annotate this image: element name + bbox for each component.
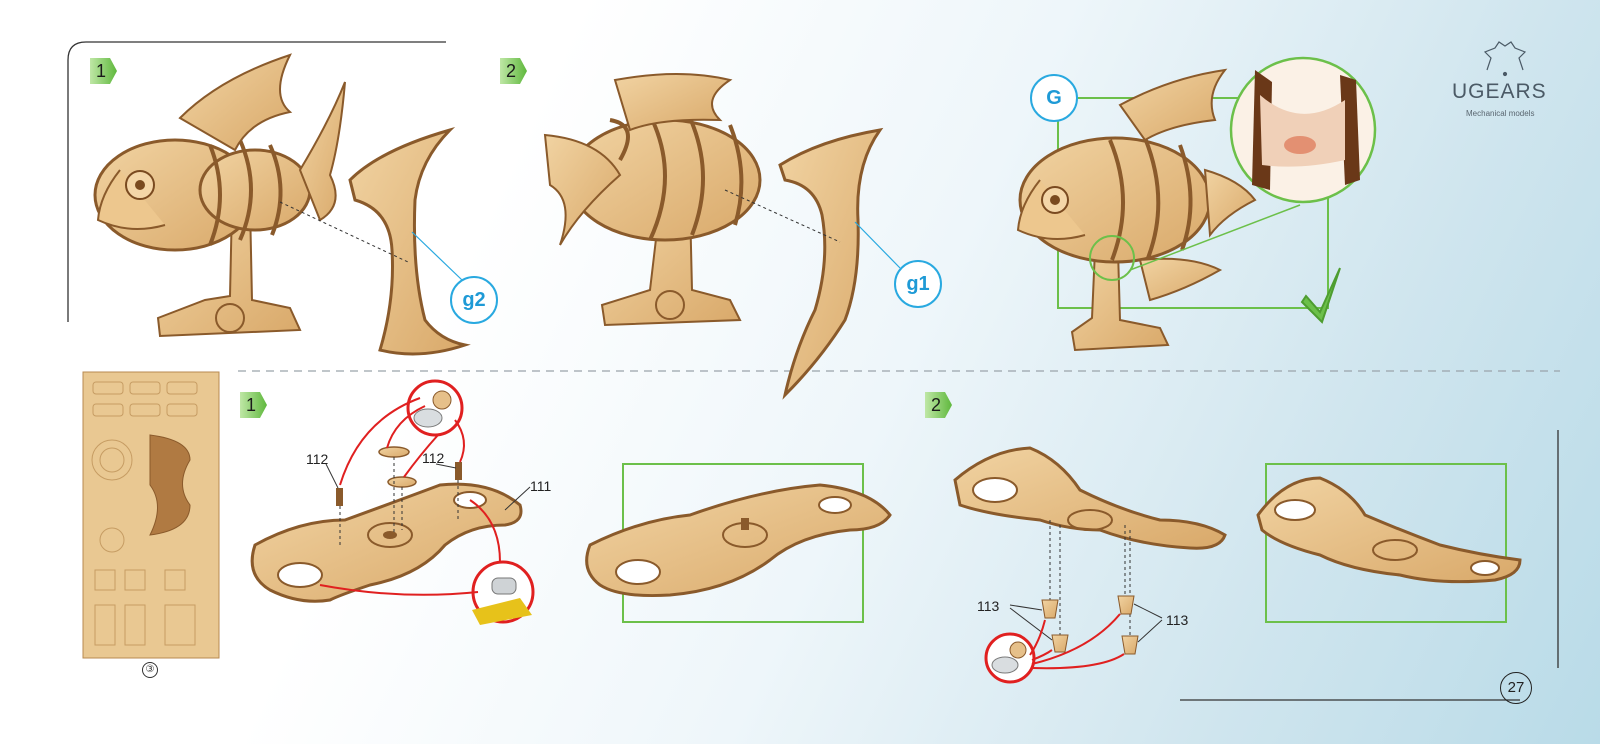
sheet-number: ③ <box>142 662 158 678</box>
base-plate-result1 <box>585 463 892 623</box>
base-plate-step1 <box>250 379 535 625</box>
part-label-113-left: 113 <box>977 598 1000 614</box>
callout-g: G <box>1030 74 1078 122</box>
step-number: 2 <box>931 395 942 415</box>
step-number: 1 <box>96 61 107 81</box>
wood-sheet-3 <box>82 371 220 659</box>
ugears-gear-logo <box>1483 41 1527 77</box>
fish-assembly-step2 <box>543 73 901 400</box>
step-badge-bottom-1: 1 <box>240 392 267 418</box>
step-badge-top-1: 1 <box>90 58 117 84</box>
part-label-112-right: 112 <box>422 450 445 466</box>
step-badge-top-2: 2 <box>500 58 527 84</box>
brand-tagline: Mechanical models <box>1466 109 1535 118</box>
step-number: 2 <box>506 61 517 81</box>
brand-name: UGEARS <box>1452 80 1547 103</box>
fish-assembly-step1 <box>93 53 471 356</box>
callout-g1: g1 <box>894 260 942 308</box>
base-plate-step2 <box>953 446 1227 684</box>
bottom-frame <box>1180 430 1559 701</box>
part-label-113-right: 113 <box>1166 612 1189 628</box>
base-plate-result2 <box>1256 463 1522 623</box>
page-number: 27 <box>1500 672 1532 704</box>
part-label-111: 111 <box>530 478 552 494</box>
part-label-112-left: 112 <box>306 451 329 467</box>
step-badge-bottom-2: 2 <box>925 392 952 418</box>
step-number: 1 <box>246 395 257 415</box>
completed-fish-check <box>1016 56 1377 352</box>
check-mark-icon <box>1300 267 1341 324</box>
top-frame-bracket <box>67 41 446 322</box>
callout-g2: g2 <box>450 276 498 324</box>
